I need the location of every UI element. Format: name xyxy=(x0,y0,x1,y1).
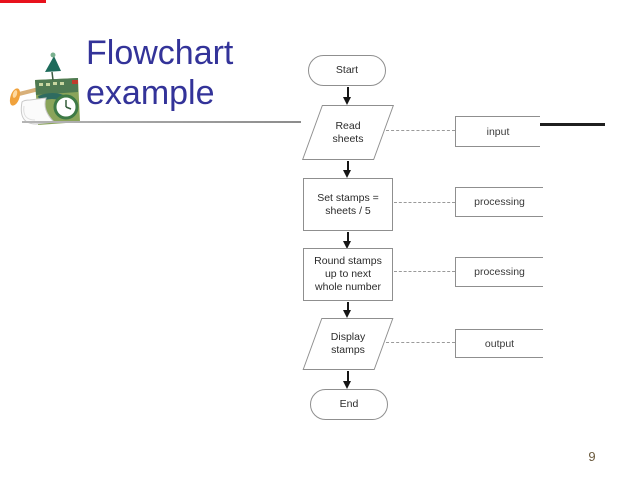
calculator-clipart-image xyxy=(9,52,80,125)
paper-roll-icon xyxy=(20,97,56,125)
end-label: End xyxy=(310,389,388,420)
end-text: End xyxy=(339,398,359,410)
output-label: output xyxy=(484,337,515,350)
round-line2: up to next xyxy=(324,268,372,280)
flow-arrow-line-3 xyxy=(347,232,349,241)
read-line1: Read xyxy=(335,119,361,132)
input-label: input xyxy=(486,125,510,138)
round-line1: Round stamps xyxy=(314,255,382,267)
processing1-label: processing xyxy=(474,196,525,208)
set-line1: Set stamps = xyxy=(317,191,379,204)
dashed-connector-output xyxy=(386,342,455,343)
end-terminator xyxy=(310,389,388,420)
processing2-annotation-box: processing xyxy=(455,257,543,287)
start-text: Start xyxy=(335,64,359,76)
title-underline xyxy=(22,121,301,123)
arrowhead-icon-3 xyxy=(343,241,351,249)
output-annotation-box: output xyxy=(455,329,543,358)
arrowhead-icon-1 xyxy=(343,97,351,105)
arrowhead-icon-2 xyxy=(343,170,351,178)
funnel-icon xyxy=(45,52,61,81)
read-sheets-label: Read sheets xyxy=(303,105,393,160)
start-label: Start xyxy=(308,55,386,86)
red-accent-line xyxy=(0,0,46,3)
set-line2: sheets / 5 xyxy=(325,204,371,217)
dashed-connector-processing2 xyxy=(394,271,455,272)
round-stamps-process-box xyxy=(303,248,393,301)
arrowhead-icon-4 xyxy=(343,310,351,318)
read-line2: sheets xyxy=(332,132,364,145)
round-line3: whole number xyxy=(315,281,381,293)
paintbrush-icon xyxy=(9,87,38,106)
page-number: 9 xyxy=(588,449,596,464)
processing1-annotation-box: processing xyxy=(455,187,543,217)
display-line2: stamps xyxy=(331,344,365,356)
display-line1: Display xyxy=(330,331,366,343)
arrowhead-icon-5 xyxy=(343,381,351,389)
set-stamps-process-box xyxy=(303,178,393,231)
flow-arrow-line-4 xyxy=(347,302,349,310)
slide-title-line2: example xyxy=(86,74,215,112)
display-stamps-label: Display stamps xyxy=(303,318,393,370)
dashed-connector-input xyxy=(386,130,455,131)
round-stamps-label: Round stamps up to next whole number xyxy=(303,248,393,301)
input-annotation-box: input xyxy=(455,116,540,147)
flow-arrow-line-2 xyxy=(347,161,349,170)
clock-icon xyxy=(53,94,79,120)
flow-arrow-line-5 xyxy=(347,371,349,381)
slide-title: Flowchart example xyxy=(86,33,306,113)
set-stamps-label: Set stamps = sheets / 5 xyxy=(303,178,393,231)
slide-title-line1: Flowchart xyxy=(86,34,234,72)
dashed-connector-processing1 xyxy=(394,202,455,203)
flow-arrow-line-1 xyxy=(347,87,349,97)
start-terminator xyxy=(308,55,386,86)
black-line-segment xyxy=(540,123,605,126)
processing2-label: processing xyxy=(474,266,525,278)
